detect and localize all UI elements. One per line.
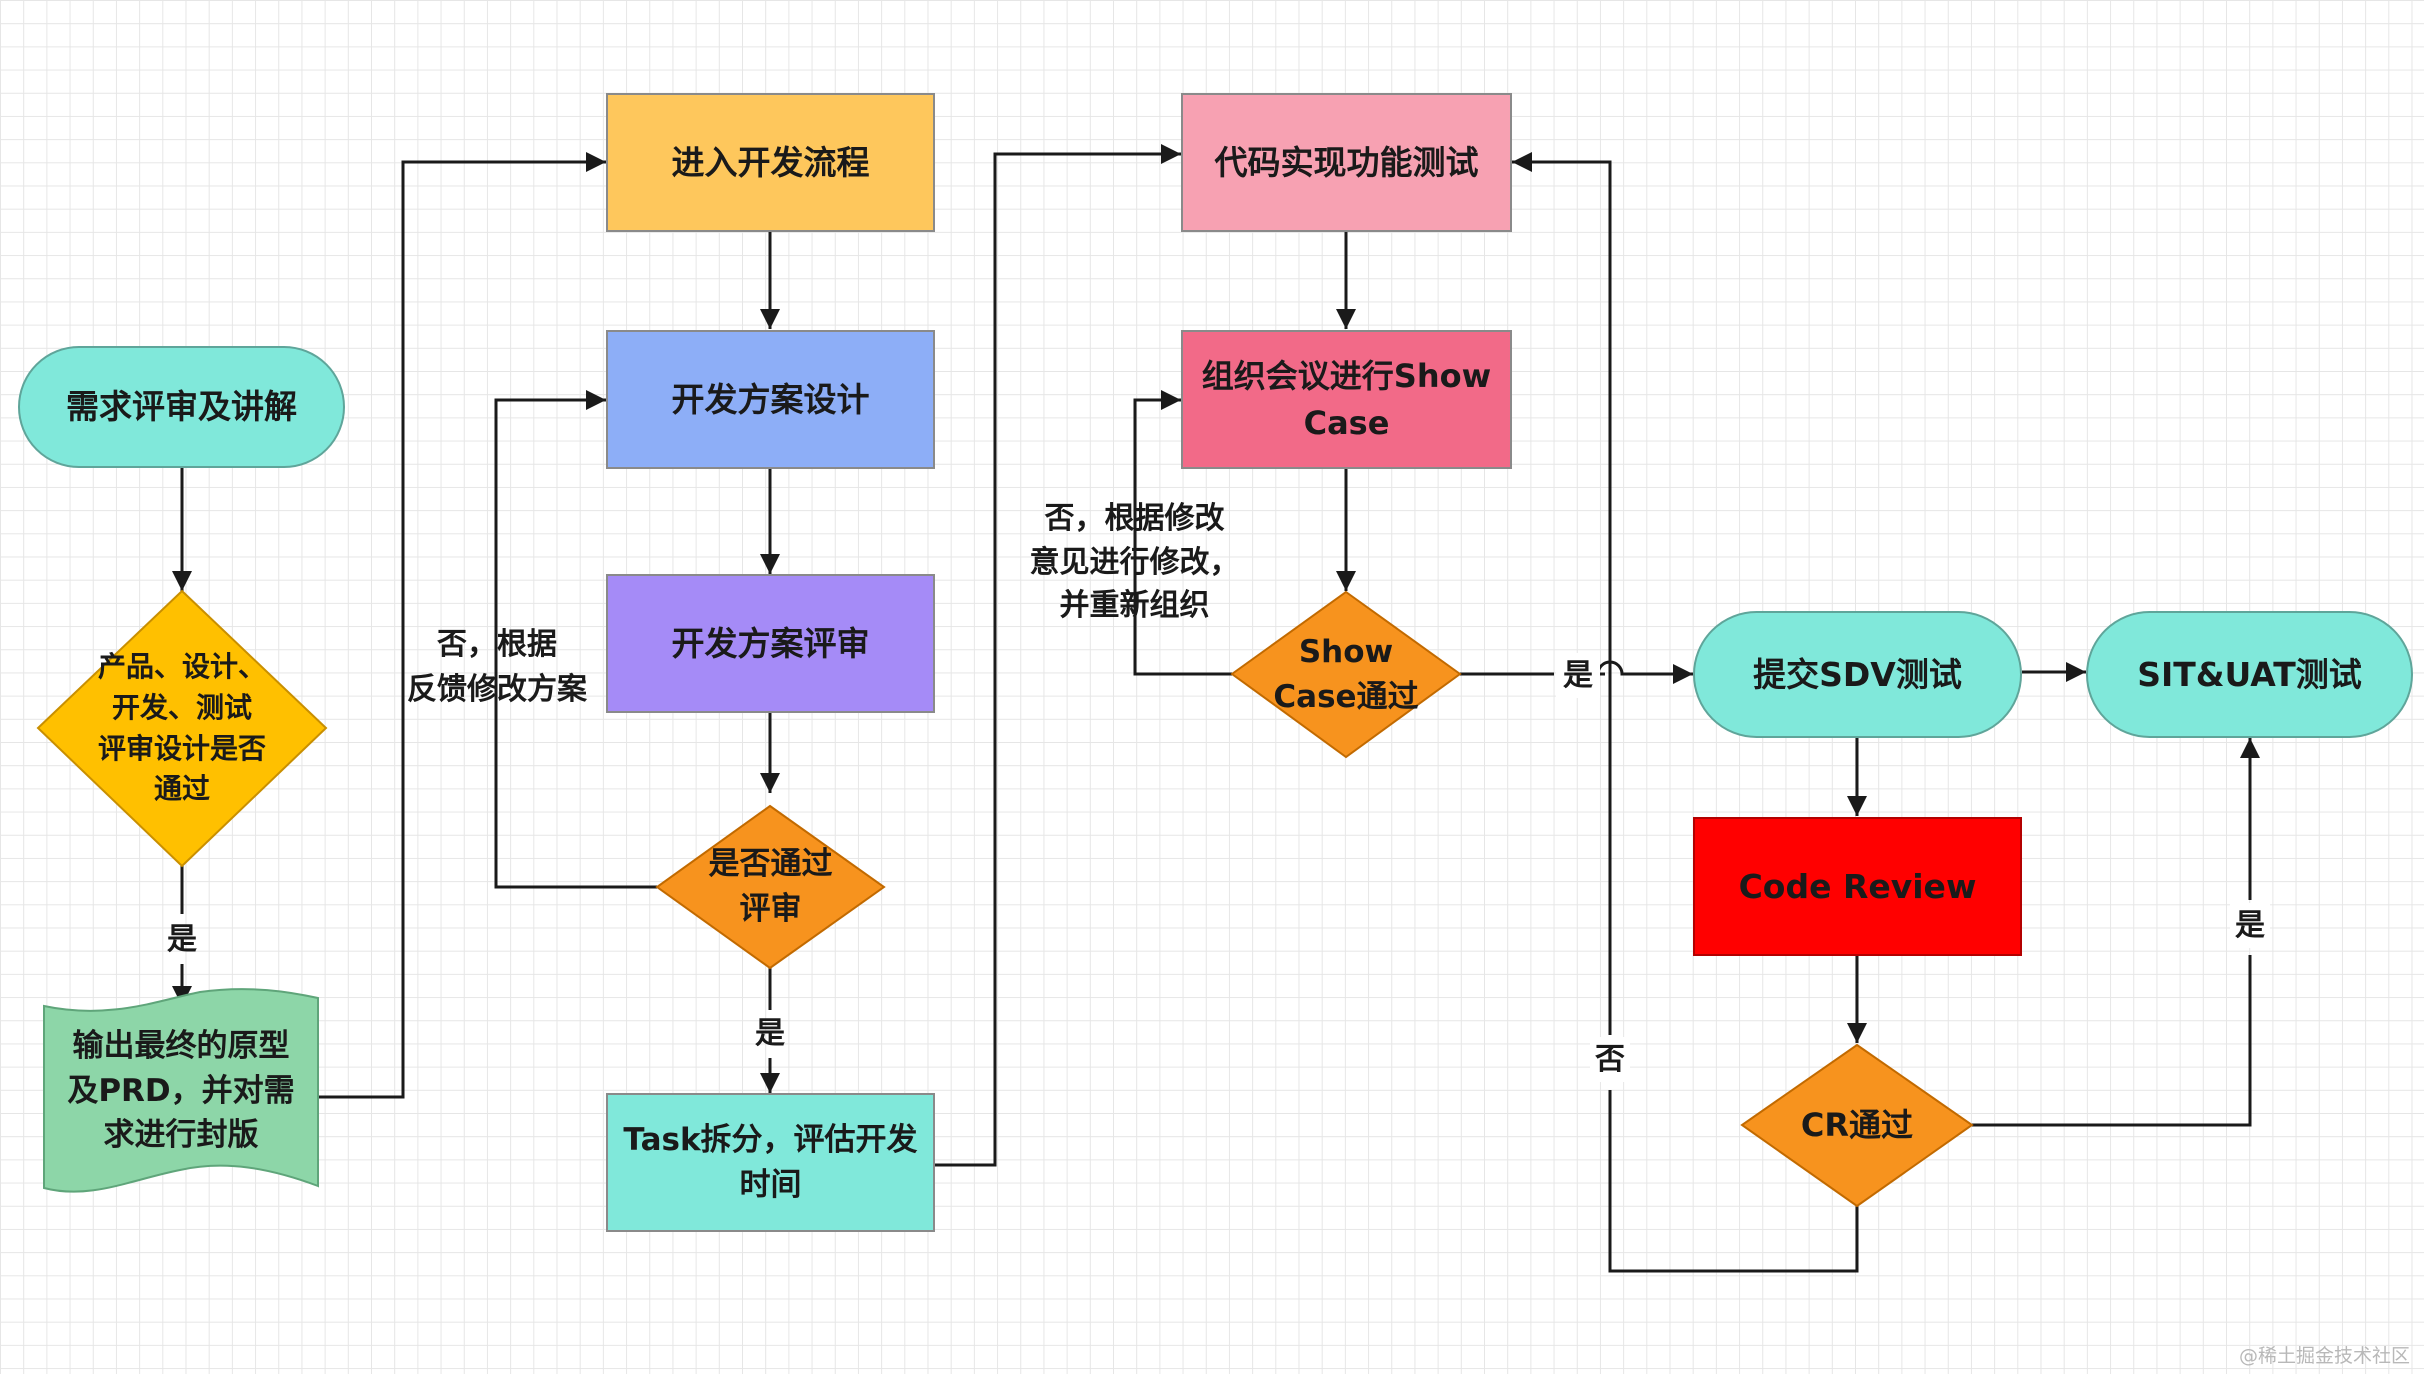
sit-uat-label: SIT&UAT测试 [2137,654,2362,694]
review-pass-line-2: 评审 [739,891,802,927]
dev-design-label: 开发方案设计 [671,379,870,419]
output-prd-line-1: 输出最终的原型 [72,1027,290,1064]
no-cr-label: 否 [1590,1037,1630,1082]
showcase-pass-line-1: Show [1298,633,1394,670]
no-redesign-line-1: 否，根据 [437,627,557,662]
code-review-label: Code Review [1738,866,1977,906]
cr-pass-node[interactable]: CR通过 [1742,1045,1972,1206]
showcase-meeting-line-2: Case [1303,403,1390,442]
edge-crpass-yes-a [1972,955,2252,1127]
pass-check-line-3: 评审设计是否 [97,731,266,765]
req-review-label: 需求评审及讲解 [66,387,297,427]
dev-design-node[interactable]: 开发方案设计 [606,330,935,469]
showcase-meeting-node[interactable]: 组织会议进行Show Case [1181,330,1512,469]
pass-check-line-1: 产品、设计、 [97,650,266,684]
edge-pass-no-loop [494,390,657,889]
watermark: @稀土掘金技术社区 [2238,1345,2410,1367]
edge-showcase-yes-b [1596,660,1693,684]
enter-dev-node[interactable]: 进入开发流程 [606,93,935,232]
output-prd-node[interactable]: 输出最终的原型 及PRD，并对需 求进行封版 [44,1006,318,1176]
no-showcase-line-3: 并重新组织 [1059,588,1210,623]
output-prd-line-2: 及PRD，并对需 [67,1072,295,1109]
no-redesign-label: 否，根据 反馈修改方案 [392,622,602,712]
code-test-node[interactable]: 代码实现功能测试 [1181,93,1512,232]
yes-showcase-label: 是 [1556,653,1600,698]
task-split-line-1: Task拆分，评估开发 [623,1121,918,1158]
pass-check-line-2: 开发、测试 [111,690,252,724]
review-pass-shape [655,804,886,970]
edge-output-to-enter [318,152,606,1099]
pass-check-shape [36,589,328,868]
yes-task-label: 是 [755,1016,785,1051]
showcase-pass-node[interactable]: Show Case通过 [1232,592,1460,757]
review-pass-line-1: 是否通过 [708,846,833,883]
showcase-pass-shape [1230,590,1462,759]
no-showcase-label: 否，根据修改 意见进行修改， 并重新组织 [1022,497,1247,628]
task-split-line-2: 时间 [739,1166,802,1203]
pass-check-line-4: 通过 [153,772,210,806]
enter-dev-label: 进入开发流程 [671,142,870,182]
cr-pass-label: CR通过 [1800,1106,1914,1145]
edge-showcase-no-loop [1133,390,1232,676]
sit-uat-node[interactable]: SIT&UAT测试 [2086,611,2413,738]
yes-cr-label: 是 [2230,903,2270,948]
submit-sdv-node[interactable]: 提交SDV测试 [1693,611,2022,738]
edge-crpass-no-loop-a [1608,1090,1859,1273]
edge-task-to-code [935,144,1181,1167]
showcase-pass-line-2: Case通过 [1273,678,1419,715]
dev-review-node[interactable]: 开发方案评审 [606,574,935,713]
output-prd-shape [43,988,319,1193]
pass-check-node[interactable]: 产品、设计、 开发、测试 评审设计是否 通过 [38,591,326,866]
req-review-node[interactable]: 需求评审及讲解 [18,346,345,468]
dev-review-label: 开发方案评审 [671,623,870,663]
edge-crpass-no-loop-b [1512,152,1612,1035]
output-prd-line-3: 求进行封版 [103,1117,259,1154]
code-test-label: 代码实现功能测试 [1214,142,1479,182]
cr-pass-shape [1740,1043,1974,1208]
submit-sdv-label: 提交SDV测试 [1753,654,1962,694]
review-pass-node[interactable]: 是否通过 评审 [657,806,884,968]
no-redesign-line-2: 反馈修改方案 [407,672,587,707]
yes-prd-label: 是 [167,922,197,957]
code-review-node[interactable]: Code Review [1693,817,2022,956]
task-split-node[interactable]: Task拆分，评估开发 时间 [606,1093,935,1232]
no-showcase-line-1: 否，根据修改 [1044,501,1225,536]
showcase-meeting-line-1: 组织会议进行Show [1201,357,1492,396]
no-showcase-line-2: 意见进行修改， [1029,544,1240,580]
